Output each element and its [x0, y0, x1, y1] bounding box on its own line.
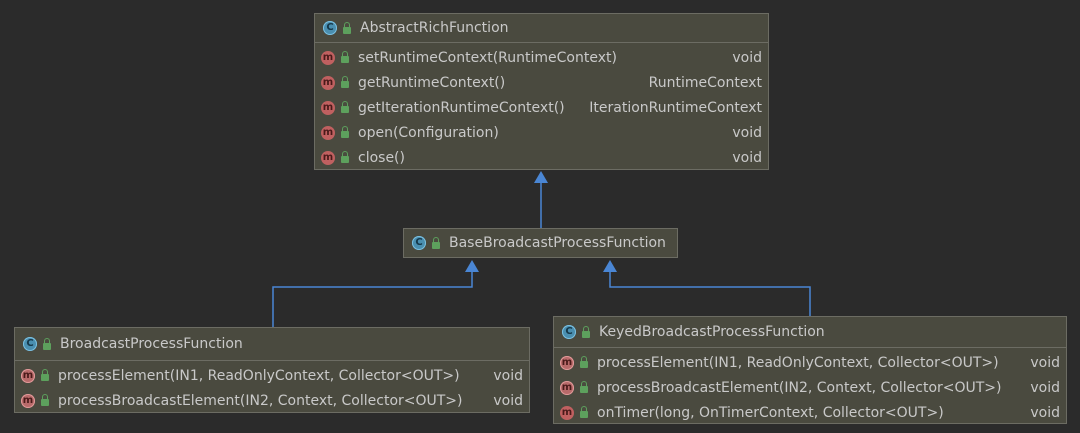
method-row[interactable]: m open(Configuration) void: [315, 120, 768, 145]
method-list: m processElement(IN1, ReadOnlyContext, C…: [15, 361, 529, 413]
public-lock-icon: [43, 337, 51, 350]
method-signature: processElement(IN1, ReadOnlyContext, Col…: [597, 354, 999, 371]
method-icon: m: [321, 50, 335, 65]
method-return-type: void: [493, 392, 523, 409]
method-return-type: RuntimeContext: [648, 74, 762, 91]
public-lock-icon: [343, 21, 351, 34]
arrowhead-abstract: [534, 171, 548, 183]
public-lock-icon: [580, 356, 588, 368]
public-lock-icon: [41, 394, 49, 406]
abstract-method-icon: m: [560, 355, 574, 370]
abstract-method-icon: m: [21, 393, 35, 408]
class-name: BaseBroadcastProcessFunction: [449, 235, 666, 251]
method-return-type: void: [1030, 354, 1060, 371]
method-row[interactable]: m processBroadcastElement(IN2, Context, …: [15, 388, 529, 413]
method-signature: getIterationRuntimeContext(): [358, 99, 565, 116]
edge-broadcast-to-base: [272, 272, 473, 327]
class-box-base-broadcast-process-function[interactable]: C BaseBroadcastProcessFunction: [403, 228, 678, 258]
method-row[interactable]: m processElement(IN1, ReadOnlyContext, C…: [15, 363, 529, 388]
arrowhead-base-left: [465, 260, 479, 272]
method-signature: processBroadcastElement(IN2, Context, Co…: [58, 392, 463, 409]
method-signature: getRuntimeContext(): [358, 74, 506, 91]
arrowhead-base-right: [603, 260, 617, 272]
abstract-method-icon: m: [560, 380, 574, 395]
method-row[interactable]: m setRuntimeContext(RuntimeContext) void: [315, 45, 768, 70]
class-header[interactable]: C BaseBroadcastProcessFunction: [404, 229, 677, 257]
class-name: BroadcastProcessFunction: [60, 336, 243, 352]
class-icon: C: [562, 325, 576, 339]
class-icon: C: [412, 236, 426, 250]
public-lock-icon: [582, 325, 590, 338]
public-lock-icon: [41, 369, 49, 381]
method-icon: m: [560, 405, 574, 420]
method-icon: m: [321, 150, 335, 165]
abstract-method-icon: m: [21, 368, 35, 383]
method-row[interactable]: m getIterationRuntimeContext() Iteration…: [315, 95, 768, 120]
edge-keyed-to-base: [609, 272, 811, 316]
method-row[interactable]: m close() void: [315, 145, 768, 170]
method-row[interactable]: m onTimer(long, OnTimerContext, Collecto…: [554, 400, 1066, 425]
public-lock-icon: [341, 126, 349, 138]
method-signature: processBroadcastElement(IN2, Context, Co…: [597, 379, 1002, 396]
class-icon: C: [23, 337, 37, 351]
method-return-type: void: [1030, 404, 1060, 421]
class-icon: C: [323, 21, 337, 35]
public-lock-icon: [341, 51, 349, 63]
method-row[interactable]: m getRuntimeContext() RuntimeContext: [315, 70, 768, 95]
method-return-type: void: [732, 149, 762, 166]
method-row[interactable]: m processElement(IN1, ReadOnlyContext, C…: [554, 350, 1066, 375]
method-signature: processElement(IN1, ReadOnlyContext, Col…: [58, 367, 460, 384]
class-name: AbstractRichFunction: [360, 20, 509, 36]
method-signature: close(): [358, 149, 405, 166]
class-box-keyed-broadcast-process-function[interactable]: C KeyedBroadcastProcessFunction m proces…: [553, 316, 1067, 424]
class-box-abstract-rich-function[interactable]: C AbstractRichFunction m setRuntimeConte…: [314, 13, 769, 170]
class-header[interactable]: C AbstractRichFunction: [315, 14, 768, 43]
method-return-type: void: [732, 49, 762, 66]
public-lock-icon: [341, 76, 349, 88]
method-signature: open(Configuration): [358, 124, 499, 141]
class-box-broadcast-process-function[interactable]: C BroadcastProcessFunction m processElem…: [14, 327, 530, 413]
method-return-type: IterationRuntimeContext: [589, 99, 762, 116]
method-icon: m: [321, 125, 335, 140]
public-lock-icon: [580, 406, 588, 418]
public-lock-icon: [432, 236, 440, 249]
method-return-type: void: [493, 367, 523, 384]
method-icon: m: [321, 75, 335, 90]
class-header[interactable]: C BroadcastProcessFunction: [15, 328, 529, 361]
class-name: KeyedBroadcastProcessFunction: [599, 324, 825, 340]
class-header[interactable]: C KeyedBroadcastProcessFunction: [554, 317, 1066, 348]
method-signature: setRuntimeContext(RuntimeContext): [358, 49, 617, 66]
method-return-type: void: [1030, 379, 1060, 396]
method-icon: m: [321, 100, 335, 115]
public-lock-icon: [580, 381, 588, 393]
method-signature: onTimer(long, OnTimerContext, Collector<…: [597, 404, 944, 421]
method-list: m setRuntimeContext(RuntimeContext) void…: [315, 43, 768, 170]
public-lock-icon: [341, 101, 349, 113]
method-return-type: void: [732, 124, 762, 141]
public-lock-icon: [341, 151, 349, 163]
method-row[interactable]: m processBroadcastElement(IN2, Context, …: [554, 375, 1066, 400]
method-list: m processElement(IN1, ReadOnlyContext, C…: [554, 348, 1066, 425]
